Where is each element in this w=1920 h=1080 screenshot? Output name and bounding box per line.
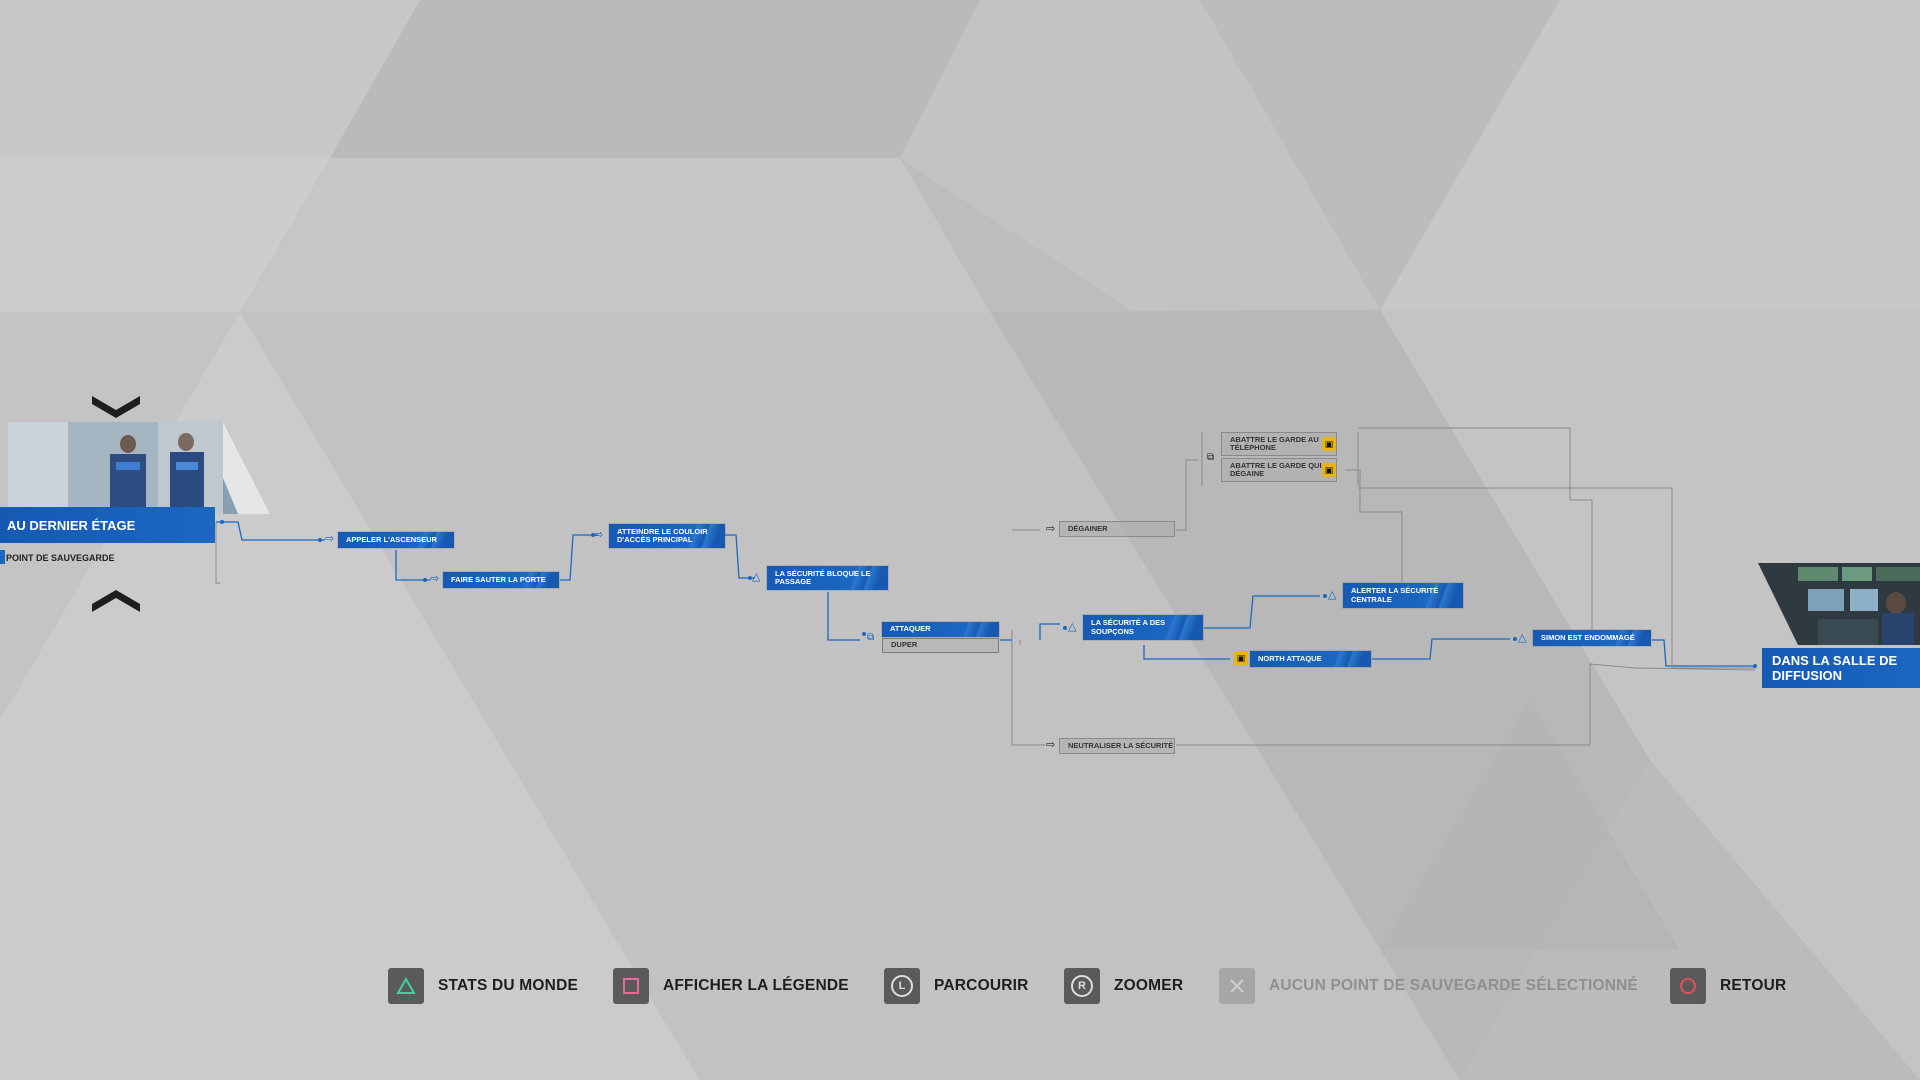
right-stick-icon: R [1064, 968, 1100, 1004]
node-atteindre-couloir[interactable]: ATTEINDRE LE COULOIR D'ACCÈS PRINCIPAL [609, 524, 725, 548]
left-stick-icon: L [884, 968, 920, 1004]
circle-button-icon [1670, 968, 1706, 1004]
savepoint-marker [0, 550, 5, 564]
node-securite-bloque[interactable]: LA SÉCURITÉ BLOQUE LE PASSAGE [767, 566, 888, 590]
start-chapter-title[interactable]: AU DERNIER ÉTAGE [0, 507, 215, 543]
start-chapter-thumbnail[interactable] [8, 422, 270, 514]
savepoint-label: POINT DE SAUVEGARDE [6, 553, 115, 563]
legend-zoomer[interactable]: R ZOOMER [1064, 966, 1183, 1006]
legend-zoomer-label: ZOOMER [1114, 977, 1184, 994]
arrow-icon: ⇨ [1046, 739, 1056, 751]
node-north-attaque[interactable]: NORTH ATTAQUE [1250, 651, 1371, 667]
legend-stats[interactable]: STATS DU MONDE [388, 966, 578, 1006]
node-abattre-telephone[interactable]: ABATTRE LE GARDE AU TÉLÉPHONE [1221, 432, 1337, 456]
arrow-icon: ⇨ [325, 533, 335, 545]
legend-parcourir-label: PARCOURIR [934, 977, 1029, 994]
arrow-icon: ⇨ [430, 573, 440, 585]
end-chapter-thumbnail[interactable] [1758, 563, 1920, 645]
node-securite-soupcons[interactable]: LA SÉCURITÉ A DES SOUPÇONS [1083, 615, 1203, 640]
lock-icon: ▣ [1322, 437, 1336, 451]
choice-icon: ⧉ [1207, 452, 1215, 463]
node-appeler-ascenseur[interactable]: APPELER L'ASCENSEUR [338, 532, 454, 548]
node-abattre-degaine[interactable]: ABATTRE LE GARDE QUI DÉGAINE [1221, 458, 1337, 482]
lock-icon: ▣ [1234, 651, 1248, 665]
legend-retour[interactable]: RETOUR [1670, 966, 1786, 1006]
triangle-icon: △ [1518, 632, 1527, 644]
legend-parcourir[interactable]: L PARCOURIR [884, 966, 1029, 1006]
node-alerter-securite[interactable]: ALERTER LA SÉCURITÉ CENTRALE [1343, 583, 1463, 608]
legend-retour-label: RETOUR [1720, 977, 1787, 994]
node-simon-endommage[interactable]: SIMON EST ENDOMMAGÉ [1533, 630, 1651, 646]
legend-stats-label: STATS DU MONDE [438, 977, 578, 994]
legend-aucun-point: AUCUN POINT DE SAUVEGARDE SÉLECTIONNÉ [1219, 966, 1638, 1006]
legend-aucun-point-label: AUCUN POINT DE SAUVEGARDE SÉLECTIONNÉ [1269, 977, 1639, 994]
cross-button-icon [1219, 968, 1255, 1004]
chevron-up-icon[interactable] [92, 588, 140, 616]
square-button-icon [613, 968, 649, 1004]
node-neutraliser-securite[interactable]: NEUTRALISER LA SÉCURITÉ [1059, 738, 1175, 754]
node-degainer[interactable]: DÉGAINER [1059, 521, 1175, 537]
triangle-icon: △ [1328, 589, 1337, 601]
triangle-icon: △ [1068, 621, 1077, 633]
end-chapter-title[interactable]: DANS LA SALLE DE DIFFUSION [1762, 648, 1920, 688]
triangle-button-icon [388, 968, 424, 1004]
lock-icon: ▣ [1322, 463, 1336, 477]
triangle-icon: △ [752, 571, 761, 583]
node-faire-sauter-porte[interactable]: FAIRE SAUTER LA PORTE [443, 572, 559, 588]
legend-afficher[interactable]: AFFICHER LA LÉGENDE [613, 966, 849, 1006]
arrow-icon: ⇨ [1046, 523, 1056, 535]
node-duper[interactable]: DUPER [882, 638, 999, 653]
node-attaquer[interactable]: ATTAQUER [882, 622, 999, 637]
chevron-down-icon[interactable] [92, 392, 140, 420]
legend-afficher-label: AFFICHER LA LÉGENDE [663, 977, 849, 994]
choice-icon: ⧉ [867, 632, 875, 643]
arrow-icon: ⇨ [594, 529, 604, 541]
